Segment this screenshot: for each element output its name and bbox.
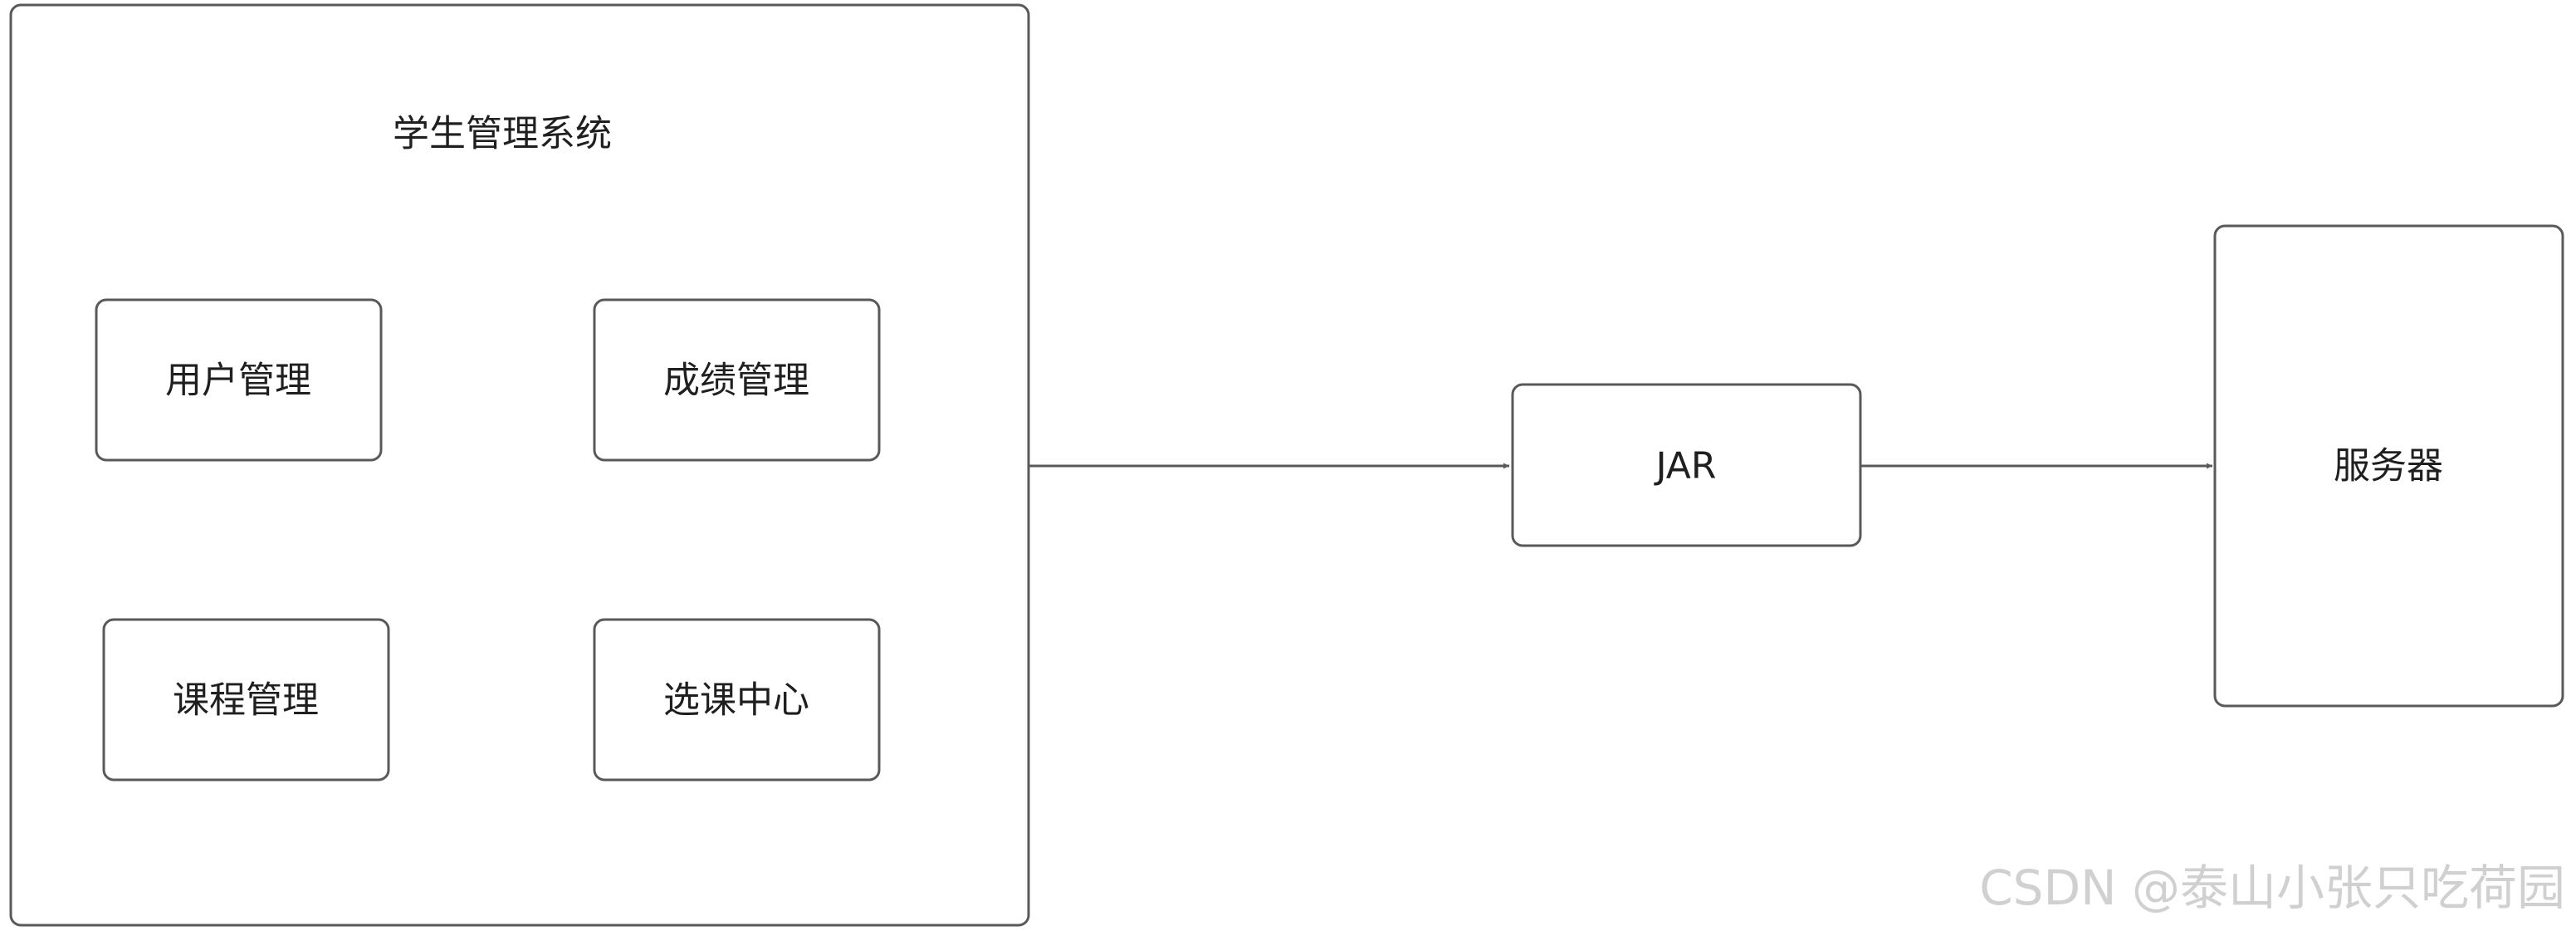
system-container: 学生管理系统 xyxy=(9,3,1030,927)
jar-node-label: JAR xyxy=(1654,445,1717,488)
module-course-selection-box xyxy=(593,618,881,782)
system-title: 学生管理系统 xyxy=(393,113,612,155)
server-node-box xyxy=(2213,224,2564,708)
server-node: 服务器 xyxy=(2213,224,2564,708)
module-course-management-label: 课程管理 xyxy=(173,679,319,722)
module-grade-management-label: 成绩管理 xyxy=(663,360,809,402)
module-course-management-box xyxy=(102,618,390,782)
module-course-selection-label: 选课中心 xyxy=(663,679,809,722)
module-user-management-label: 用户管理 xyxy=(165,360,311,402)
module-grade-management: 成绩管理 xyxy=(593,298,881,462)
jar-node: JAR xyxy=(1511,383,1862,547)
module-user-management: 用户管理 xyxy=(95,298,383,462)
watermark-text: CSDN @泰山小张只吃荷园 xyxy=(1979,860,2565,916)
module-user-management-box xyxy=(95,298,383,462)
module-course-management: 课程管理 xyxy=(102,618,390,782)
server-node-label: 服务器 xyxy=(2334,445,2443,488)
module-course-selection: 选课中心 xyxy=(593,618,881,782)
module-grade-management-box xyxy=(593,298,881,462)
